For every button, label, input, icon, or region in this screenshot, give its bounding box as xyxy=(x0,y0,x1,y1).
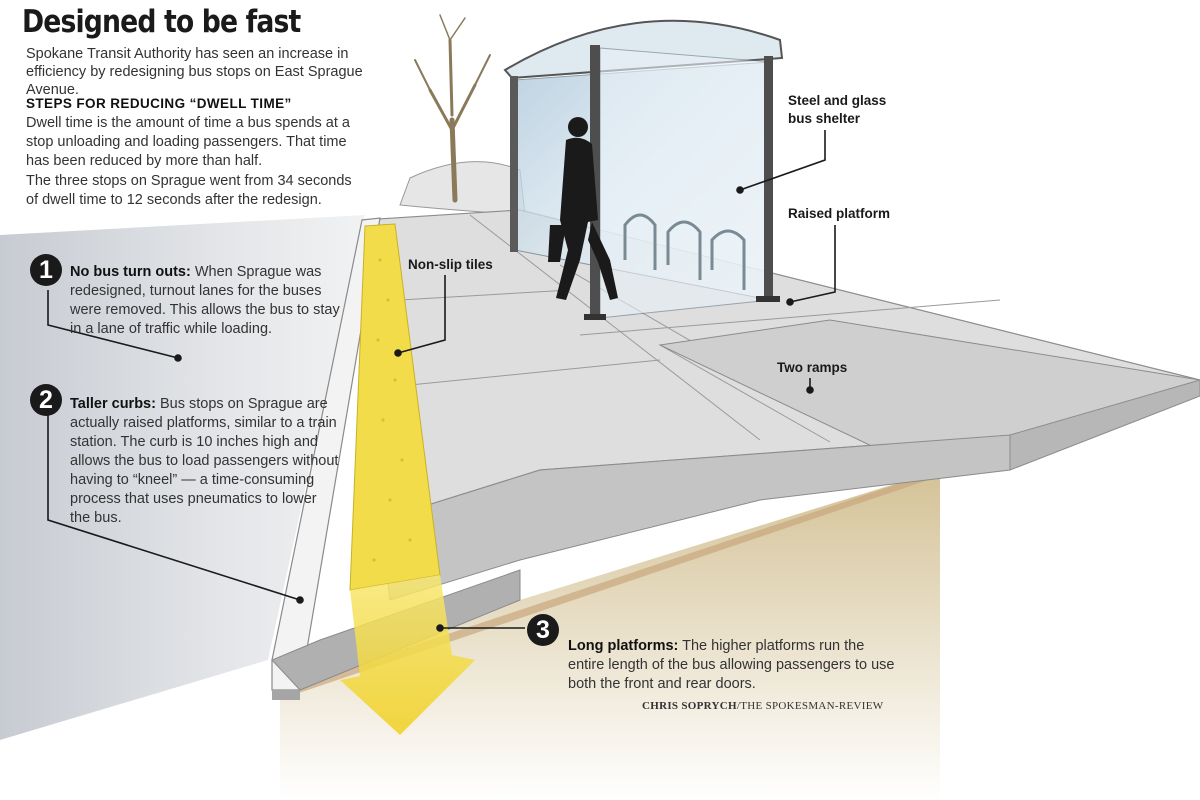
page-title: Designed to be fast xyxy=(22,4,301,40)
yellow-arrow xyxy=(340,575,475,735)
step-3-number: 3 xyxy=(527,614,559,646)
credit-author: CHRIS SOPRYCH xyxy=(642,700,737,712)
step-3-body: The higher platforms run the entire leng… xyxy=(568,637,895,692)
step-1-number: 1 xyxy=(30,254,62,286)
soil-section xyxy=(280,470,940,800)
step-1-body: When Sprague was redesigned, turnout lan… xyxy=(70,263,340,337)
label-non-slip-tiles: Non-slip tiles xyxy=(408,257,493,272)
shelter-post xyxy=(510,76,518,252)
person-silhouette xyxy=(548,117,618,300)
step-2-text: Taller curbs: Bus stops on Sprague are a… xyxy=(70,395,340,528)
step-2-body: Bus stops on Sprague are actually raised… xyxy=(70,395,339,526)
intro-text: Spokane Transit Authority has seen an in… xyxy=(26,46,363,98)
sprague-paragraph: The three stops on Sprague went from 34 … xyxy=(26,173,352,208)
credit-line: CHRIS SOPRYCH/THE SPOKESMAN-REVIEW xyxy=(642,700,883,712)
step-2-number: 2 xyxy=(30,384,62,416)
bus-shelter xyxy=(503,19,784,320)
street-surface xyxy=(0,215,365,740)
bike-rack xyxy=(623,213,746,290)
label-two-ramps: Two ramps xyxy=(777,360,848,375)
step-3-text: Long platforms: The higher platforms run… xyxy=(568,637,898,694)
tree xyxy=(414,14,491,203)
ramp-front-face xyxy=(1009,379,1200,471)
shelter-post xyxy=(764,56,773,300)
tactile-dots xyxy=(372,258,412,562)
label-raised-platform: Raised platform xyxy=(788,206,891,221)
dwell-paragraph: Dwell time is the amount of time a bus s… xyxy=(26,115,350,169)
leader-lines xyxy=(47,130,836,632)
credit-outlet: /THE SPOKESMAN-REVIEW xyxy=(736,700,884,712)
step-3-title: Long platforms: xyxy=(568,637,679,654)
step-1-text: No bus turn outs: When Sprague was redes… xyxy=(70,263,340,339)
shelter-roof xyxy=(503,19,784,80)
step-1-title: No bus turn outs: xyxy=(70,263,191,280)
steps-heading: STEPS FOR REDUCING “DWELL TIME” xyxy=(26,96,292,111)
planter-bed xyxy=(399,161,526,216)
label-shelter: Steel and glass bus shelter xyxy=(788,93,887,126)
curb-bottom xyxy=(272,690,300,700)
step-2-title: Taller curbs: xyxy=(70,395,156,412)
